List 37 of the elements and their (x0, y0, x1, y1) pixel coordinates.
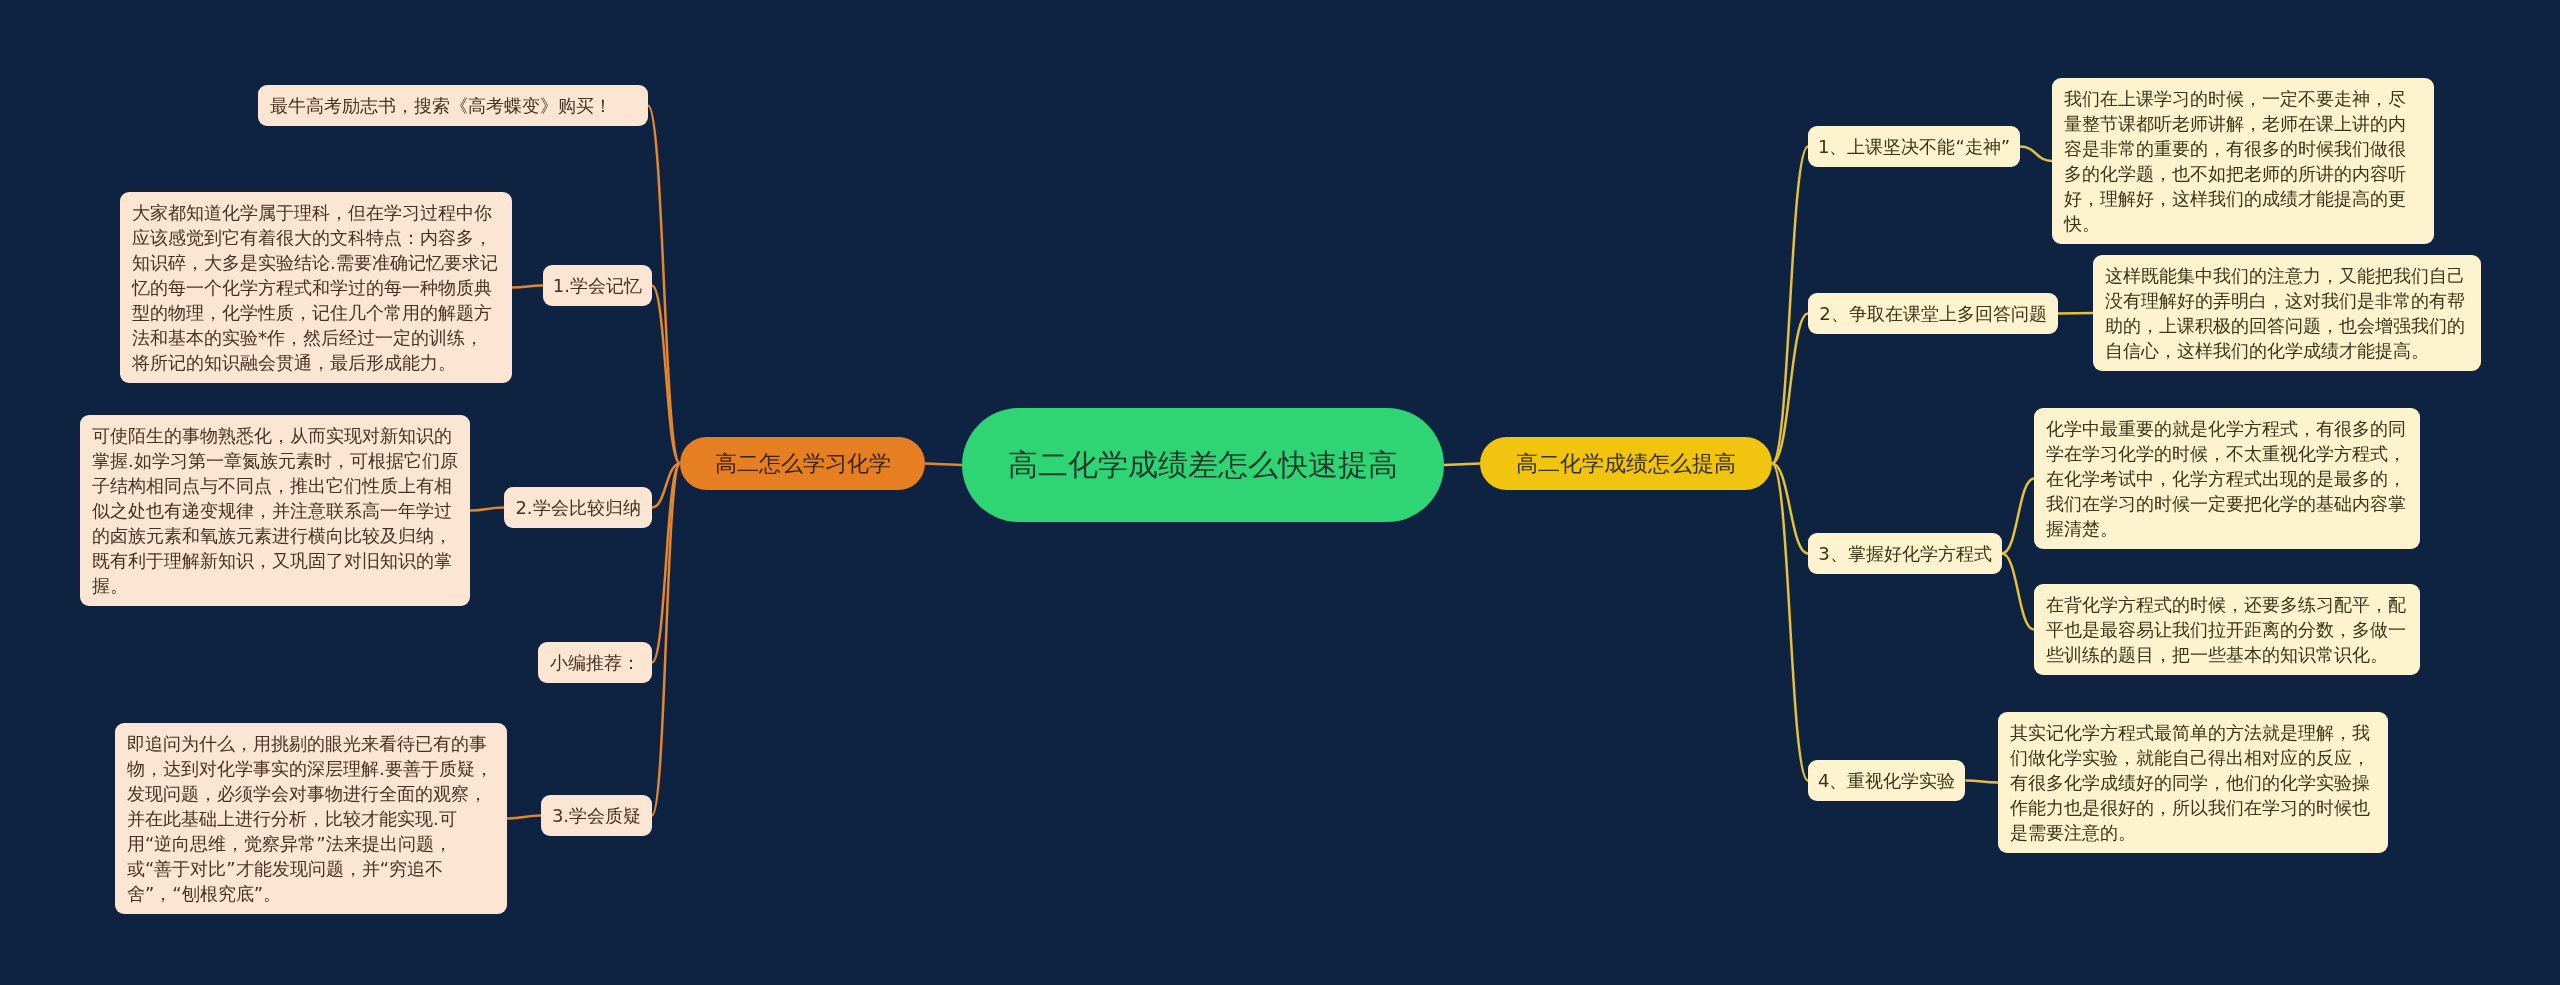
branch-topic: 高二怎么学习化学 (680, 437, 925, 490)
subtopic-box: 4、重视化学实验 (1808, 760, 1966, 801)
central-topic: 高二化学成绩差怎么快速提高 (962, 408, 1444, 522)
connector-line (1965, 779, 1998, 784)
connector-line (2020, 145, 2053, 163)
connector-line (512, 284, 543, 289)
note-box: 大家都知道化学属于理科，但在学习过程中你应该感觉到它有着很大的文科特点：内容多，知识碎，大多是实验结论.需要准确记忆要求记忆的每一个化学方程式和学过的每一种物质典型的物理，化学性质，记住几个常用的解题方法和基本的实验*作，然后经过一定的训练，将所记的知识融会贯通，最后形成能力。 (120, 192, 512, 383)
connector-line (2001, 552, 2035, 631)
note-box: 化学中最重要的就是化学方程式，有很多的同学在学习化学的时候，不太重视化学方程式，在化学考试中，化学方程式出现的是最多的，我们在学习的时候一定要把化学的基础内容掌握清楚。 (2034, 408, 2420, 549)
connector-line (1443, 462, 1481, 467)
connector-line (651, 462, 681, 509)
note-box: 可使陌生的事物熟悉化，从而实现对新知识的掌握.如学习第一章氮族元素时，可根据它们原子结构相同点与不同点，推出它们性质上有相似之处也有递变规律，并注意联系高一年学过的卤族元素和氧族元素进行横向比较及归纳，既有利于理解新知识，又巩固了对旧知识的掌握。 (80, 415, 470, 606)
connector-line (651, 462, 681, 664)
branch-topic: 高二化学成绩怎么提高 (1480, 437, 1772, 490)
connector-line (1771, 312, 1809, 465)
note-box: 我们在上课学习的时候，一定不要走神，尽量整节课都听老师讲解，老师在课上讲的内容是非常的重要的，有很多的时候我们做很多的化学题，也不如把老师的所讲的内容听好，理解好，这样我们的成绩才能提高的更快。 (2052, 78, 2434, 244)
connector-line (507, 814, 541, 820)
connector-line (650, 462, 682, 817)
connector-line (2058, 311, 2093, 315)
note-box: 在背化学方程式的时候，还要多练习配平，配平也是最容易让我们拉开距离的分数，多做一些训练的题目，把一些基本的知识常识化。 (2034, 584, 2420, 675)
subtopic-box: 1.学会记忆 (542, 265, 652, 306)
connector-line (1770, 462, 1810, 782)
connector-line (651, 284, 681, 465)
note-box: 这样既能集中我们的注意力，又能把我们自己没有理解好的弄明白，这对我们是非常的有帮助的，上课积极的回答问题，也会增强我们的自信心，这样我们的化学成绩才能提高。 (2093, 255, 2481, 371)
note-box: 最牛高考励志书，搜索《高考蝶变》购买！ (258, 85, 648, 126)
connector-line (1771, 462, 1809, 555)
connector-line (470, 506, 504, 512)
subtopic-box: 1、上课坚决不能“走神” (1808, 126, 2021, 167)
subtopic-box: 小编推荐： (538, 642, 652, 683)
connector-line (924, 462, 963, 467)
subtopic-box: 3.学会质疑 (541, 795, 652, 836)
subtopic-box: 2、争取在课堂上多回答问题 (1808, 293, 2058, 334)
note-box: 其实记化学方程式最简单的方法就是理解，我们做化学实验，就能自己得出相对应的反应，有很多化学成绩好的同学，他们的化学实验操作能力也是很好的，所以我们在学习的时候也是需要注意的。 (1998, 712, 2388, 853)
subtopic-box: 2.学会比较归纳 (504, 487, 652, 528)
connector-line (2001, 477, 2035, 555)
subtopic-box: 3、掌握好化学方程式 (1808, 533, 2002, 574)
note-box: 即追问为什么，用挑剔的眼光来看待已有的事物，达到对化学事实的深层理解.要善于质疑，发现问题，必须学会对事物进行全面的观察，并在此基础上进行分析，比较才能实现.可用“逆向思维，觉察异常”法来提出问题，或“善于对比”才能发现问题，并“穷追不舍”，“刨根究底”。 (115, 723, 507, 914)
